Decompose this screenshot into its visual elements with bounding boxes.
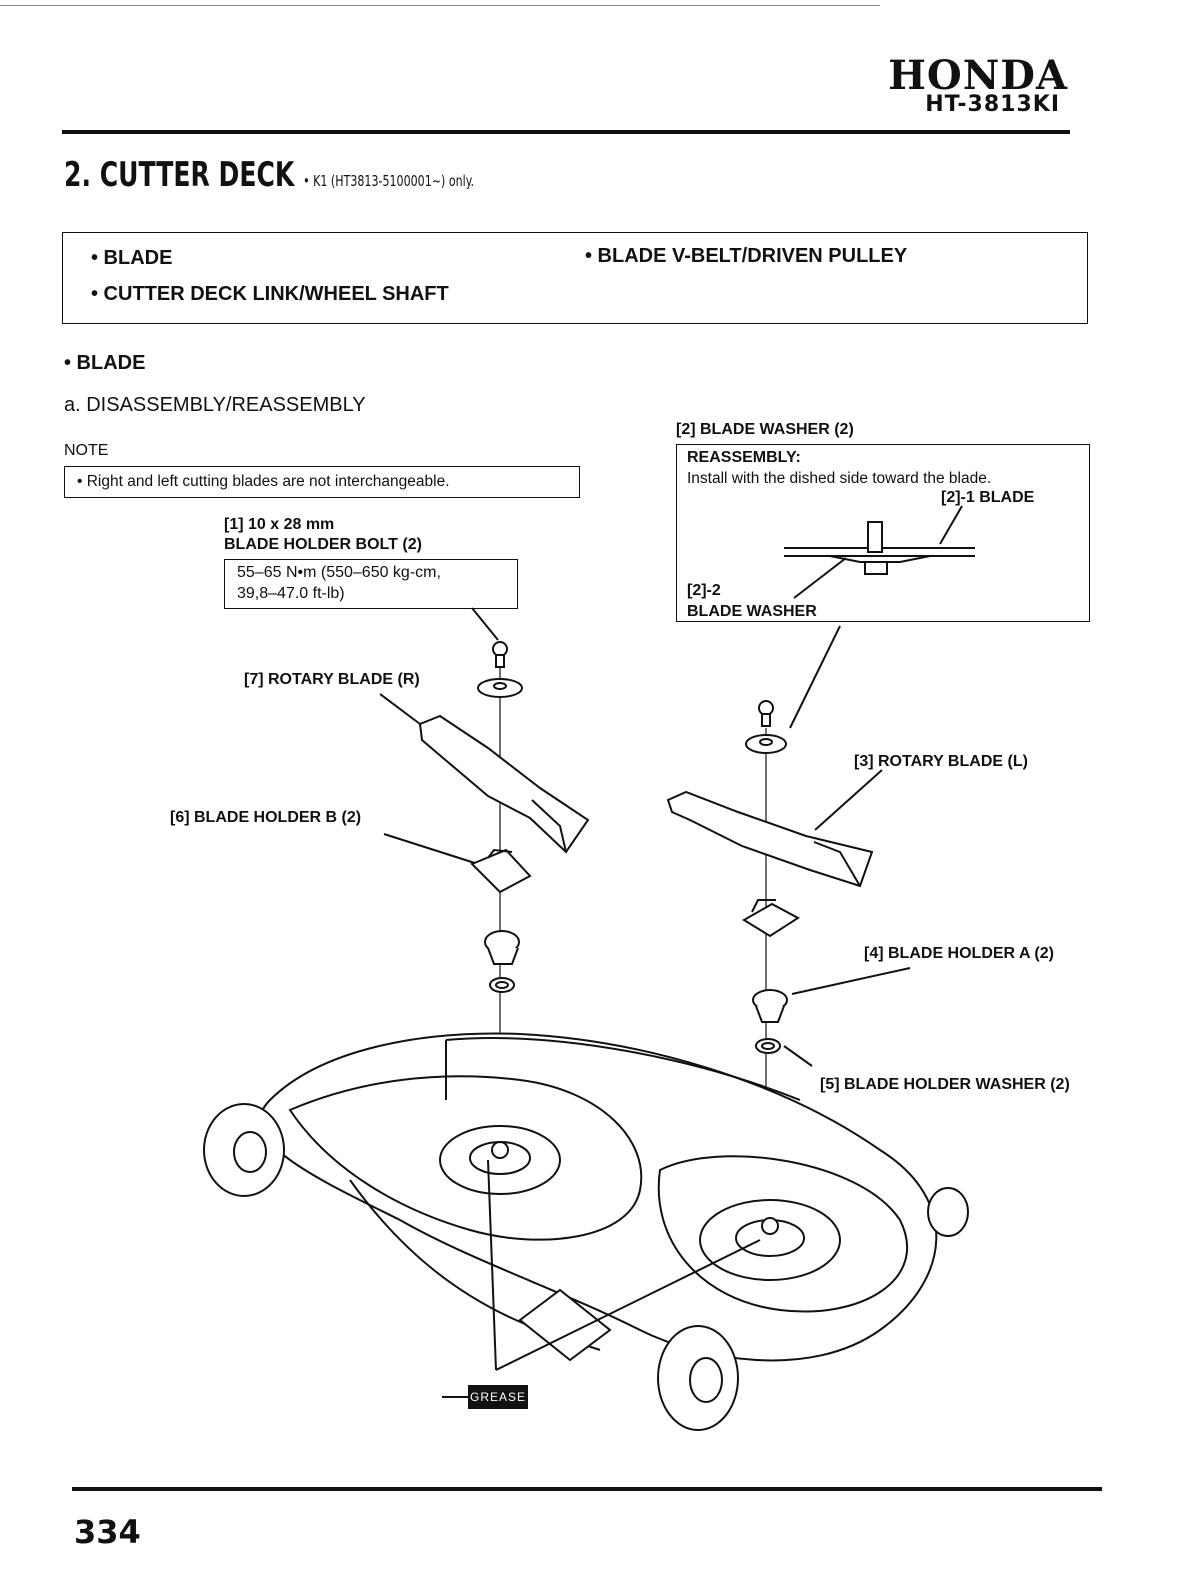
grease-label: GREASE [468, 1385, 528, 1409]
toc-item-pulley: • BLADE V-BELT/DRIVEN PULLEY [585, 245, 908, 267]
callout-rotary-blade-r: [7] ROTARY BLADE (R) [244, 671, 420, 688]
torque-line-2: 39,8–47.0 ft-lb) [237, 585, 345, 602]
scan-edge-line [0, 5, 880, 6]
title-main: 2. CUTTER DECK [64, 155, 295, 195]
reassembly-washer-label: BLADE WASHER [687, 603, 817, 620]
header-rule [62, 130, 1070, 134]
note-label: NOTE [64, 442, 109, 459]
callout-blade-holder-a: [4] BLADE HOLDER A (2) [864, 945, 1054, 962]
page-number: 334 [74, 1513, 141, 1551]
page-title: 2. CUTTER DECK • K1 (HT3813-5100001~) on… [64, 155, 474, 195]
subsection-heading: a. DISASSEMBLY/REASSEMBLY [64, 394, 366, 416]
reassembly-text: Install with the dished side toward the … [687, 470, 992, 487]
section-heading: • BLADE [64, 352, 146, 374]
reassembly-washer-num: [2]-2 [687, 582, 721, 599]
title-sub: • K1 (HT3813-5100001~) only. [303, 172, 475, 190]
note-box: • Right and left cutting blades are not … [64, 466, 580, 498]
callout-rotary-blade-l: [3] ROTARY BLADE (L) [854, 753, 1028, 770]
torque-line-1: 55–65 N•m (550–650 kg-cm, [237, 564, 441, 581]
left-blade-stack [418, 641, 590, 1148]
brand-logo: HONDA [888, 52, 1068, 99]
model-number: HT-3813KI [925, 92, 1060, 117]
toc-item-link-shaft: • CUTTER DECK LINK/WHEEL SHAFT [91, 283, 449, 305]
callout-blade-washer: [2] BLADE WASHER (2) [676, 421, 854, 438]
callout-bolt-name: BLADE HOLDER BOLT (2) [224, 536, 422, 553]
callout-blade-holder-washer: [5] BLADE HOLDER WASHER (2) [820, 1076, 1070, 1093]
reassembly-blade-label: [2]-1 BLADE [941, 489, 1035, 506]
reassembly-heading: REASSEMBLY: [687, 449, 801, 466]
reassembly-inset-drawing [784, 505, 975, 599]
footer-rule [72, 1487, 1102, 1491]
callout-bolt-size: [1] 10 x 28 mm [224, 516, 335, 533]
reassembly-box: REASSEMBLY: Install with the dished side… [676, 444, 1090, 622]
torque-box: 55–65 N•m (550–650 kg-cm, 39,8–47.0 ft-l… [224, 559, 518, 609]
callout-blade-holder-b: [6] BLADE HOLDER B (2) [170, 809, 362, 826]
deck-wheels [203, 1103, 969, 1431]
contents-box: • BLADE • CUTTER DECK LINK/WHEEL SHAFT •… [62, 232, 1088, 324]
toc-item-blade: • BLADE [91, 247, 173, 269]
cutter-deck-housing [259, 1032, 938, 1362]
